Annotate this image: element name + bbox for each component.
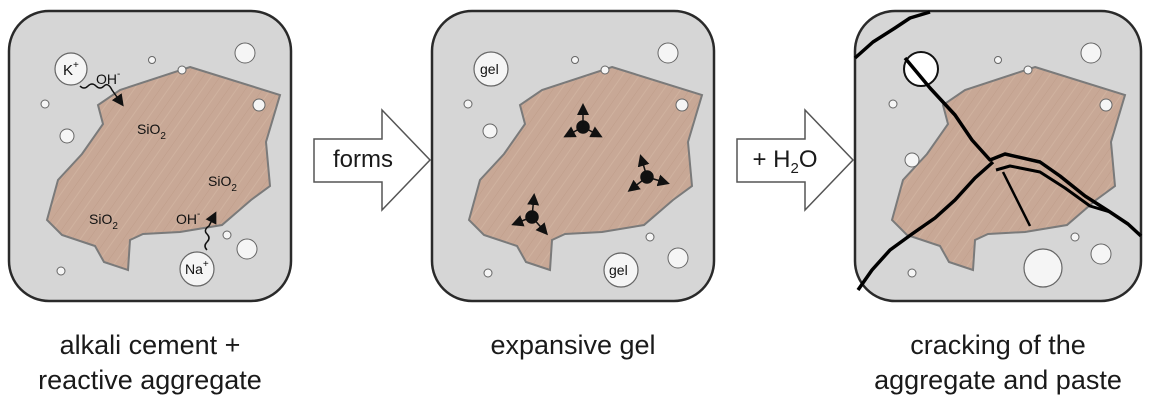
cracked-aggregate bbox=[890, 65, 1127, 272]
air-bubble bbox=[1023, 248, 1063, 288]
hydroxide-label-bottom: OH- bbox=[176, 209, 200, 227]
gel-label-bottom: gel bbox=[609, 262, 628, 278]
air-bubble bbox=[56, 266, 66, 276]
caption-panel-1: alkali cement + reactive aggregate bbox=[38, 330, 262, 395]
expansion-symbol bbox=[511, 193, 548, 236]
air-bubble bbox=[59, 128, 75, 144]
process-arrow-2 bbox=[736, 108, 855, 212]
silica-label: SiO2 bbox=[208, 173, 237, 194]
air-bubble bbox=[1080, 42, 1102, 64]
air-bubble bbox=[483, 268, 493, 278]
caption-panel-3: cracking of the aggregate and paste bbox=[874, 330, 1122, 395]
panel-3 bbox=[853, 9, 1143, 303]
air-bubble bbox=[40, 99, 50, 109]
burst-gel-pocket bbox=[903, 51, 939, 87]
air-bubble bbox=[904, 152, 920, 168]
air-bubble bbox=[571, 56, 579, 64]
crack-line bbox=[995, 164, 1111, 214]
crack-line bbox=[856, 160, 995, 292]
crack-line bbox=[903, 56, 1143, 238]
silica-label: SiO2 bbox=[89, 211, 118, 232]
air-bubble bbox=[1023, 65, 1033, 75]
hydroxide-wavy-arrow-top bbox=[79, 83, 124, 107]
air-bubble bbox=[1090, 243, 1112, 265]
air-bubble bbox=[907, 268, 917, 278]
na-ion-label: Na+ bbox=[185, 259, 209, 277]
air-bubble bbox=[675, 98, 689, 112]
air-bubble bbox=[148, 56, 156, 64]
caption-panel-2: expansive gel bbox=[490, 330, 656, 360]
hydroxide-wavy-arrow-bottom bbox=[204, 211, 217, 251]
expansion-symbol bbox=[627, 154, 670, 192]
air-bubble bbox=[234, 42, 256, 64]
air-bubble bbox=[177, 65, 187, 75]
arrow-label-forms: forms bbox=[333, 146, 393, 173]
air-bubble bbox=[600, 65, 610, 75]
crack-line bbox=[853, 10, 931, 60]
reactive-aggregate bbox=[45, 65, 282, 272]
gel-pocket bbox=[603, 252, 639, 288]
crack-line bbox=[1001, 171, 1032, 227]
panel-1: K+ OH- SiO2 SiO2 SiO2 OH- Na+ bbox=[7, 9, 293, 303]
air-bubble bbox=[888, 99, 898, 109]
air-bubble bbox=[645, 232, 655, 242]
silica-label: SiO2 bbox=[137, 121, 166, 142]
air-bubble bbox=[1070, 232, 1080, 242]
arrow-label-add-water: + H2O bbox=[752, 146, 818, 177]
air-bubble bbox=[252, 98, 266, 112]
air-bubble bbox=[994, 56, 1002, 64]
potassium-ion bbox=[54, 52, 88, 86]
air-bubble bbox=[657, 42, 679, 64]
k-ion-label: K+ bbox=[63, 60, 79, 79]
air-bubble bbox=[667, 247, 689, 269]
air-bubble bbox=[236, 238, 258, 260]
air-bubble bbox=[482, 123, 498, 139]
gel-label-top: gel bbox=[480, 61, 499, 77]
expansion-symbol bbox=[563, 103, 603, 138]
sodium-ion bbox=[179, 251, 215, 287]
panel-2: gel gel bbox=[430, 9, 716, 303]
process-arrow-1 bbox=[313, 108, 432, 212]
air-bubble bbox=[1099, 98, 1113, 112]
air-bubble bbox=[463, 99, 473, 109]
gel-pocket bbox=[473, 51, 509, 87]
hydroxide-label-top: OH- bbox=[96, 69, 120, 87]
air-bubble bbox=[222, 230, 232, 240]
